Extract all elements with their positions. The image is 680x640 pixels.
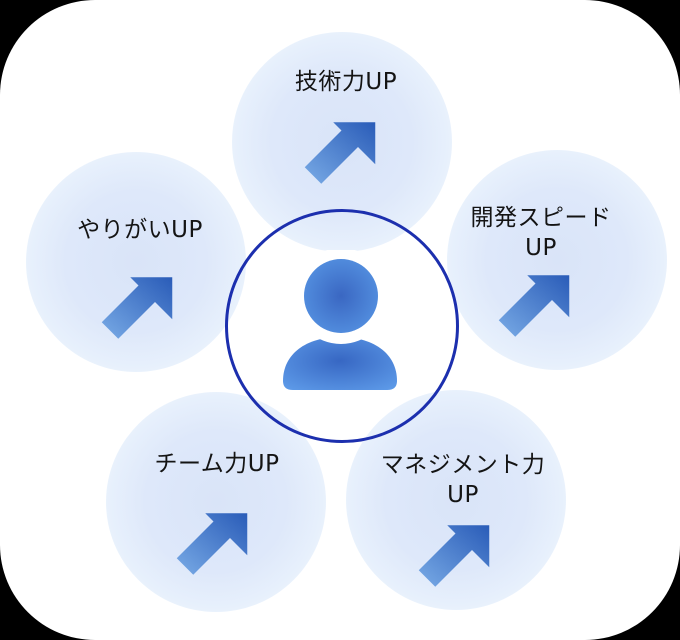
label-motivation-line1: やりがいUP [77,217,203,243]
label-speed: 開発スピード UP [411,203,671,263]
label-management-line2: UP [447,482,479,508]
label-team-line1: チーム力UP [154,451,280,477]
label-management: マネジメント力 UP [333,450,593,510]
up-right-arrow-icon [496,273,572,339]
bubble-motivation [26,152,246,372]
center-ring [225,209,459,443]
label-skill: 技術力UP [216,67,476,97]
label-speed-line1: 開発スピード [470,205,612,231]
up-right-arrow-icon [99,275,175,341]
label-management-line1: マネジメント力 [380,452,546,478]
person-icon [283,250,397,390]
up-right-arrow-icon [416,523,492,589]
up-right-arrow-icon [174,511,250,577]
label-team: チーム力UP [87,449,347,479]
up-right-arrow-icon [302,120,378,186]
label-speed-line2: UP [525,235,557,261]
bubble-speed [447,150,667,370]
label-motivation: やりがいUP [10,215,270,245]
label-skill-line1: 技術力UP [294,69,398,95]
